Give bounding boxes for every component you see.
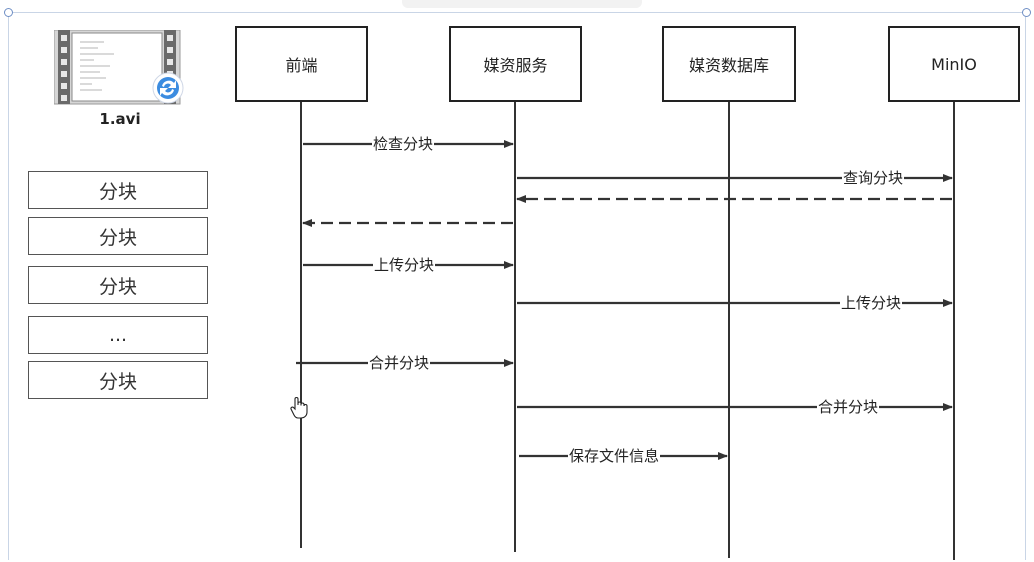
- message-label: 保存文件信息: [568, 447, 661, 465]
- chunk-box: 分块: [28, 171, 208, 209]
- participant-frontend: 前端: [235, 26, 368, 102]
- message-label: 上传分块: [373, 256, 436, 274]
- chunk-ellipsis-box: ...: [28, 316, 208, 354]
- message-label: 查询分块: [842, 169, 905, 187]
- message-label: 合并分块: [817, 398, 880, 416]
- file-name-label: 1.avi: [99, 110, 141, 128]
- top-toolbar-tab: [402, 0, 642, 8]
- chunk-box: 分块: [28, 361, 208, 399]
- participant-media-db: 媒资数据库: [662, 26, 796, 102]
- message-label: 检查分块: [372, 135, 435, 153]
- participant-media-service: 媒资服务: [449, 26, 582, 102]
- resize-handle-top-left[interactable]: [4, 8, 13, 17]
- participant-minio: MinIO: [888, 26, 1020, 102]
- chunk-box: 分块: [28, 217, 208, 255]
- chunk-box: 分块: [28, 266, 208, 304]
- selection-frame: [8, 12, 1026, 560]
- hand-cursor-icon: [290, 396, 308, 424]
- message-label: 合并分块: [368, 354, 431, 372]
- resize-handle-top-right[interactable]: [1022, 8, 1031, 17]
- video-file-icon[interactable]: [53, 29, 184, 108]
- message-label: 上传分块: [840, 294, 903, 312]
